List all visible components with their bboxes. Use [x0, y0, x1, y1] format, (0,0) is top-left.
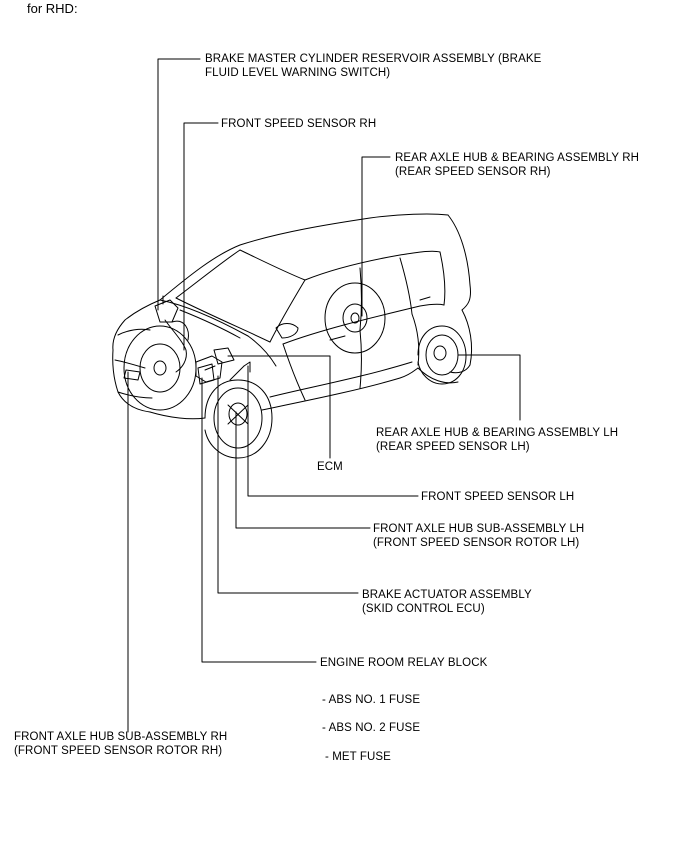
- label-line: REAR AXLE HUB & BEARING ASSEMBLY LH: [376, 427, 619, 439]
- fuse-item: - ABS NO. 2 FUSE: [322, 722, 421, 734]
- front-speed-sensor-lh-part: [229, 361, 251, 381]
- label-line: (REAR SPEED SENSOR RH): [395, 166, 551, 178]
- diagram-header: for RHD:: [27, 1, 78, 16]
- label-front-speed-sensor-rh: FRONT SPEED SENSOR RH: [221, 117, 376, 131]
- fuse-item: - ABS NO. 1 FUSE: [322, 694, 421, 706]
- car-body-outline: [112, 213, 473, 420]
- label-line: (REAR SPEED SENSOR LH): [376, 441, 530, 453]
- relay-block-part: [197, 363, 215, 385]
- label-line: (FRONT SPEED SENSOR ROTOR RH): [14, 745, 223, 757]
- label-rear-axle-hub-rh: REAR AXLE HUB & BEARING ASSEMBLY RH (REA…: [395, 151, 639, 179]
- brake-master-cylinder-part: [154, 295, 179, 323]
- label-line: REAR AXLE HUB & BEARING ASSEMBLY RH: [395, 152, 640, 164]
- label-brake-actuator: BRAKE ACTUATOR ASSEMBLY (SKID CONTROL EC…: [362, 588, 532, 616]
- label-engine-room-relay-block: ENGINE ROOM RELAY BLOCK: [320, 656, 487, 670]
- label-front-speed-sensor-lh: FRONT SPEED SENSOR LH: [421, 490, 574, 504]
- label-ecm: ECM: [317, 460, 343, 474]
- label-line: ECM: [317, 461, 343, 473]
- fuse-item: - MET FUSE: [325, 751, 391, 763]
- speed-sensor-wiring: [164, 319, 189, 373]
- label-line: FRONT AXLE HUB SUB-ASSEMBLY LH: [373, 523, 585, 535]
- label-line: (FRONT SPEED SENSOR ROTOR LH): [373, 537, 580, 549]
- brake-actuator-part: [195, 355, 223, 383]
- label-brake-master-cylinder: BRAKE MASTER CYLINDER RESERVOIR ASSEMBLY…: [205, 52, 541, 80]
- label-line: FRONT AXLE HUB SUB-ASSEMBLY RH: [14, 731, 228, 743]
- label-line: ENGINE ROOM RELAY BLOCK: [320, 657, 488, 669]
- label-line: BRAKE MASTER CYLINDER RESERVOIR ASSEMBLY…: [205, 53, 542, 65]
- label-line: FRONT SPEED SENSOR LH: [421, 491, 575, 503]
- label-rear-axle-hub-lh: REAR AXLE HUB & BEARING ASSEMBLY LH (REA…: [376, 426, 618, 454]
- front-left-wheel: [204, 379, 273, 459]
- leader-lines: [127, 58, 521, 733]
- label-front-axle-hub-rh: FRONT AXLE HUB SUB-ASSEMBLY RH (FRONT SP…: [14, 730, 227, 758]
- label-line: BRAKE ACTUATOR ASSEMBLY: [362, 589, 532, 601]
- ecm-part: [213, 347, 235, 365]
- rear-right-wheel: [324, 282, 386, 354]
- label-front-axle-hub-lh: FRONT AXLE HUB SUB-ASSEMBLY LH (FRONT SP…: [373, 522, 584, 550]
- label-line: (SKID CONTROL ECU): [362, 603, 485, 615]
- label-line: FLUID LEVEL WARNING SWITCH): [205, 67, 391, 79]
- front-right-wheel: [123, 325, 197, 411]
- label-line: FRONT SPEED SENSOR RH: [221, 118, 377, 130]
